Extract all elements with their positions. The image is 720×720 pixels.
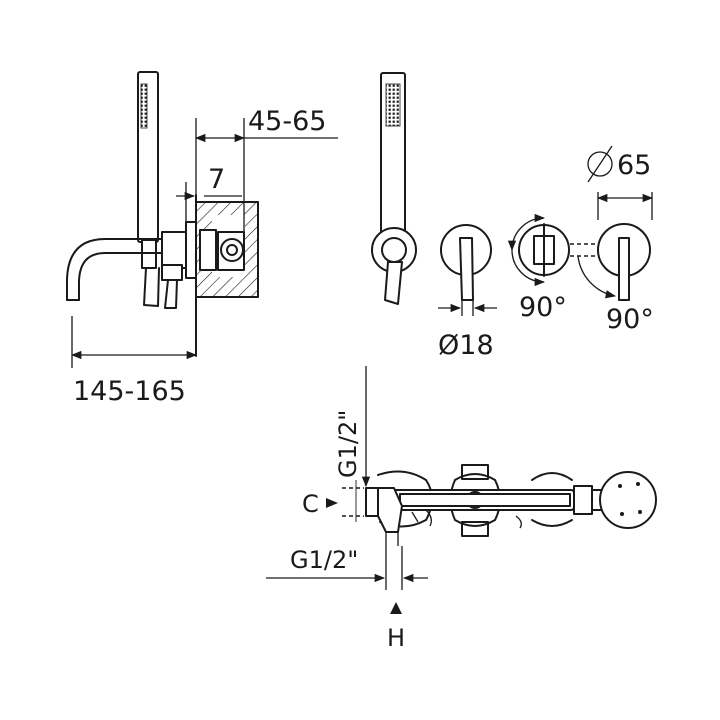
wall-plate-side bbox=[161, 221, 197, 309]
inlet-left bbox=[365, 487, 403, 546]
thread-vertical-label: G1/2" bbox=[334, 410, 362, 478]
thread-horizontal-label: G1/2" bbox=[290, 546, 358, 574]
wall-section bbox=[195, 194, 259, 357]
dim-plate-label: 7 bbox=[208, 164, 225, 195]
dim-depth: 45-65 bbox=[194, 106, 338, 232]
rotation-2-label: 90° bbox=[606, 304, 654, 335]
plan-view: G1/2" C G1/2" H bbox=[266, 366, 657, 652]
dim-thread-horizontal: G1/2" bbox=[266, 546, 428, 590]
dim-diameter-18: Ø18 bbox=[438, 330, 494, 361]
label-h: H bbox=[387, 624, 405, 652]
spout-front: Ø18 bbox=[438, 224, 497, 361]
diverter-knob: 90° bbox=[507, 213, 570, 323]
front-view: Ø18 90° 90° 65 bbox=[371, 72, 654, 361]
outlet-right bbox=[573, 471, 657, 529]
dim-reach-label: 145-165 bbox=[73, 376, 186, 407]
body-right bbox=[515, 472, 573, 529]
dim-depth-label: 45-65 bbox=[248, 106, 326, 137]
main-pipe bbox=[391, 489, 575, 511]
dim-diameter-65: 65 bbox=[587, 145, 654, 220]
marker-c: C bbox=[302, 480, 364, 522]
rotation-1-label: 90° bbox=[519, 292, 567, 323]
dim-reach: 145-165 bbox=[70, 316, 198, 407]
spout-side bbox=[66, 238, 163, 301]
side-view: 45-65 7 145-165 bbox=[66, 71, 338, 407]
concealed-body bbox=[199, 229, 245, 271]
dim-plate: 7 bbox=[176, 164, 242, 222]
hand-shower-front bbox=[371, 72, 417, 305]
label-c: C bbox=[302, 490, 319, 518]
mixer-knob: 90° bbox=[577, 223, 654, 335]
dim-diameter-65-label: 65 bbox=[617, 150, 651, 181]
dim-thread-vertical: G1/2" bbox=[334, 366, 371, 488]
marker-h: H bbox=[387, 602, 405, 652]
hand-shower-side bbox=[137, 71, 160, 307]
